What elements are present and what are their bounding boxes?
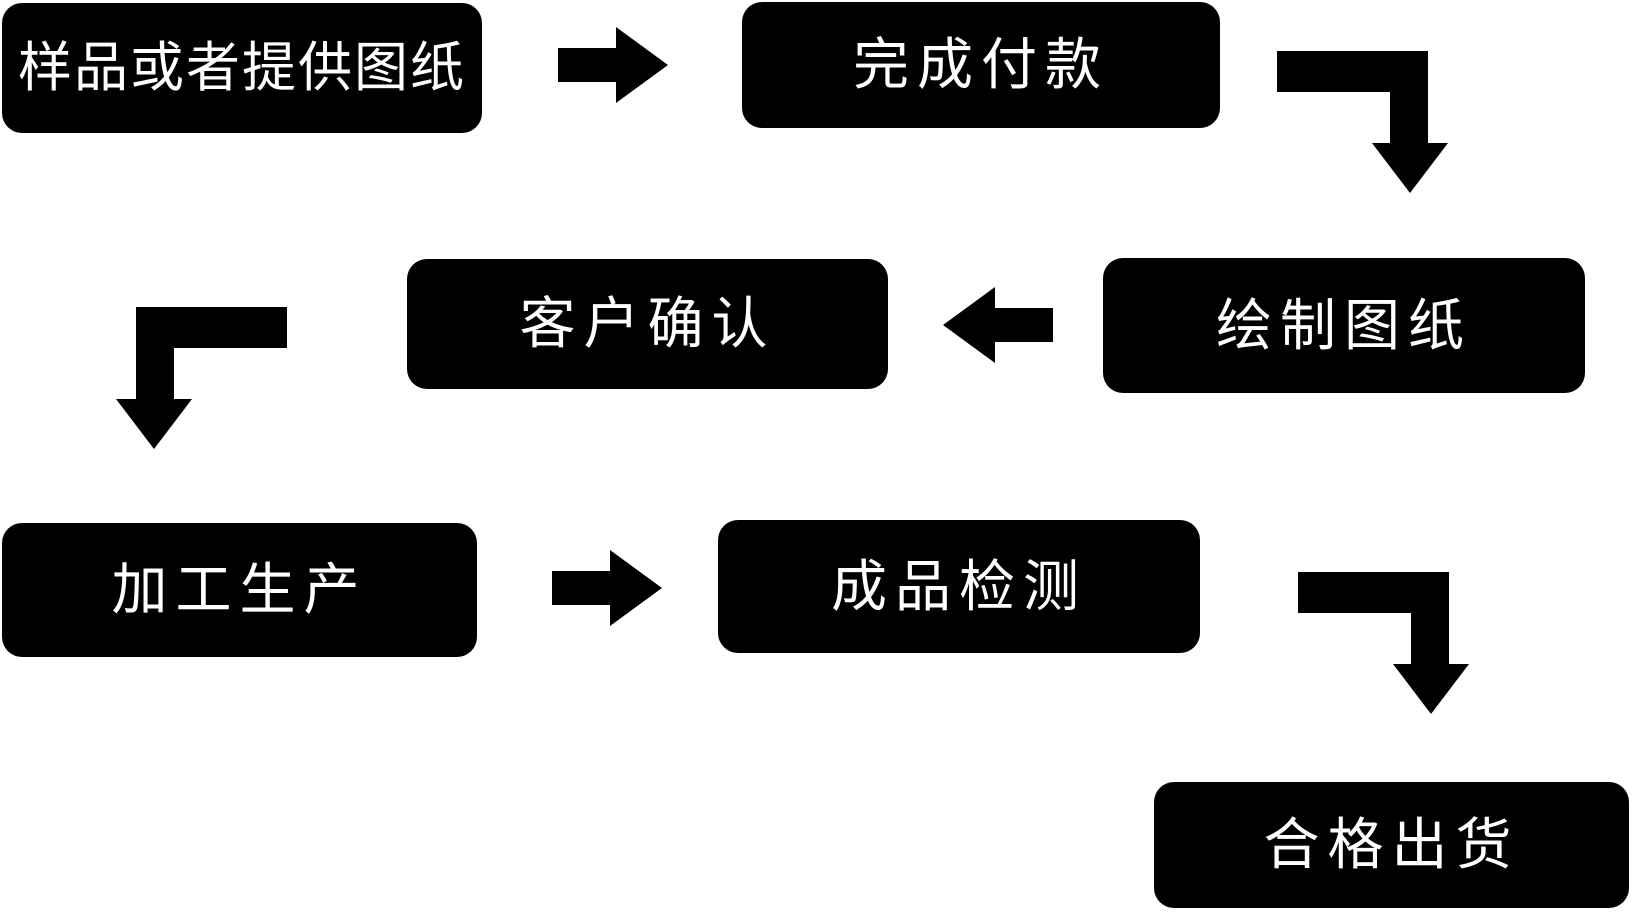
node-sample-or-drawings: 样品或者提供图纸 (2, 3, 482, 133)
arrow-elbow-inspect-to-ship-icon (1298, 572, 1469, 714)
arrow-right-sample-to-payment-icon (558, 27, 668, 103)
node-customer-confirmation: 客户确认 (407, 259, 888, 389)
node-complete-payment: 完成付款 (742, 2, 1220, 128)
node-processing-production: 加工生产 (2, 523, 477, 657)
arrow-left-draw-to-confirm-icon (943, 287, 1053, 363)
arrow-right-produce-to-inspect-icon (552, 550, 662, 626)
arrow-elbow-payment-to-draw-icon (1277, 51, 1448, 193)
node-finished-product-inspection: 成品检测 (718, 520, 1200, 653)
arrow-elbow-confirm-to-produce-icon (116, 307, 287, 449)
node-draw-drawings: 绘制图纸 (1103, 258, 1585, 393)
node-qualified-shipment: 合格出货 (1154, 782, 1629, 908)
